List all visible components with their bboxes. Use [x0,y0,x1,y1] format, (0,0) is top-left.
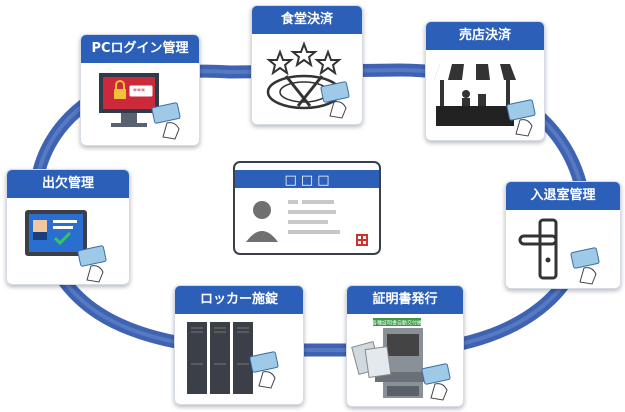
plate-stars-icon [266,41,350,119]
card-cafeteria: 食堂決済 [251,5,363,125]
card-title-cafeteria: 食堂決済 [252,6,362,34]
card-attendance: 出欠管理 [6,169,130,285]
card-shop: 売店決済 [425,21,545,141]
card-entry: 入退室管理 [505,181,621,289]
card-certificate: 証明書発行 各種証明書自動交付機 [346,285,464,407]
ic-card-icon: □ □ □ [233,161,381,255]
door-handle-icon [518,218,600,285]
kiosk-icon: 各種証明書自動交付機 [351,318,451,401]
shop-stall-icon [434,64,536,137]
card-title-entry: 入退室管理 [506,182,620,210]
pc-lock-icon: *** [99,73,181,140]
card-title-shop: 売店決済 [426,22,544,50]
kiosk-sign-text: 各種証明書自動交付機 [372,320,422,327]
card-title-pc-login: PCログイン管理 [81,35,199,63]
card-title-certificate: 証明書発行 [347,286,463,314]
attendance-tablet-icon [25,210,107,283]
card-title-locker: ロッカー施錠 [175,286,303,314]
svg-text:***: *** [133,87,145,96]
card-locker: ロッカー施錠 [174,285,304,405]
locker-icon [187,322,279,394]
center-card-header-marks: □ □ □ [284,173,329,188]
card-pc-login: PCログイン管理 *** [80,34,200,146]
center-id-card: □ □ □ [232,160,382,256]
card-title-attendance: 出欠管理 [7,170,129,198]
